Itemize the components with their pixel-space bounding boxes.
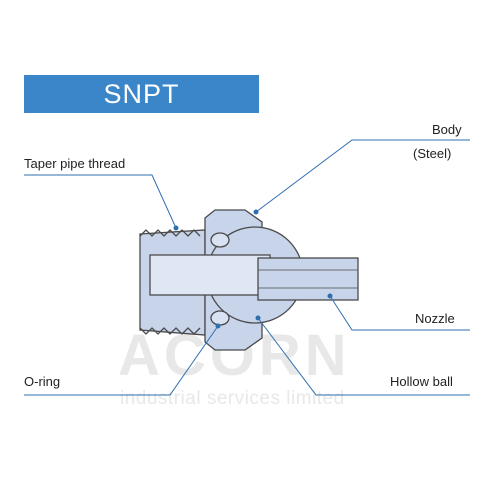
o-ring-part-lower (210, 310, 230, 326)
label-taper-pipe-thread: Taper pipe thread (24, 156, 126, 171)
bore (149, 254, 271, 296)
label-nozzle: Nozzle (415, 311, 455, 326)
leader-nozzle (329, 295, 470, 331)
leader-hollow-ball (257, 317, 470, 396)
leader-lines (24, 139, 470, 396)
label-hollow-ball: Hollow ball (390, 374, 453, 389)
leader-body (255, 139, 470, 213)
o-ring-part (210, 232, 230, 248)
thread-teeth (139, 229, 201, 237)
fitting-assembly (139, 209, 359, 351)
label-body-material: (Steel) (413, 146, 452, 161)
thread-teeth-bottom (139, 327, 201, 335)
leader-o-ring (24, 325, 219, 396)
label-o-ring: O-ring (24, 374, 61, 389)
leader-taper-pipe-thread (24, 174, 177, 229)
label-body: Body (432, 122, 462, 137)
watermark-tagline: industrial services limited (120, 388, 345, 409)
title-banner: SNPT (24, 75, 259, 113)
nozzle-part (257, 257, 359, 301)
